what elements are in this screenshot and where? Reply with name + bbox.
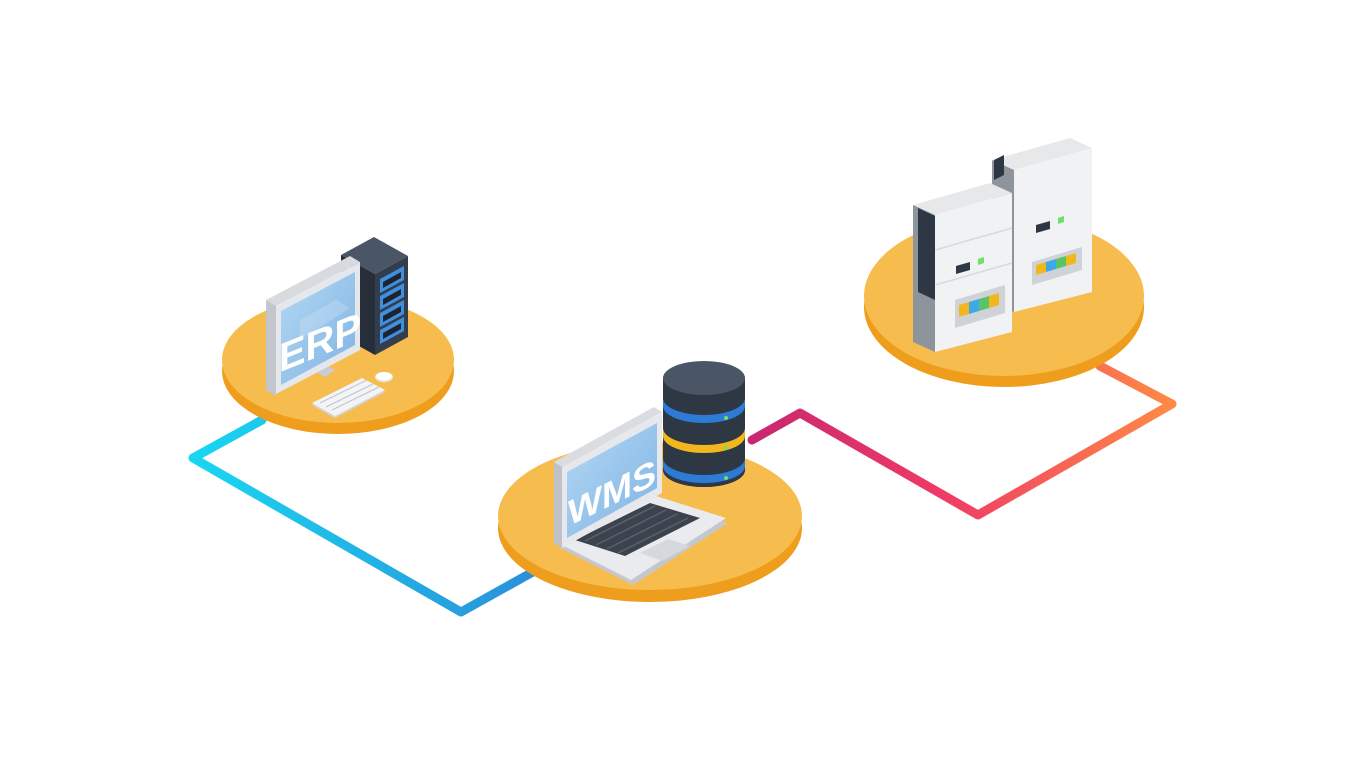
erp-screen [281,272,355,385]
erp-node: ERP [222,237,454,434]
laptop-icon: WMS [554,407,728,585]
erp-wms-connection-line [188,415,545,617]
storage-node [864,138,1144,387]
wms-screen [567,423,657,538]
wms-node: WMS [498,361,802,602]
mouse-icon [375,372,393,382]
database-icon [663,361,745,487]
keyboard-icon [312,378,385,418]
vertical-lift-module-icon-front [913,183,1013,352]
wms-storage-connection-line [747,361,1177,520]
